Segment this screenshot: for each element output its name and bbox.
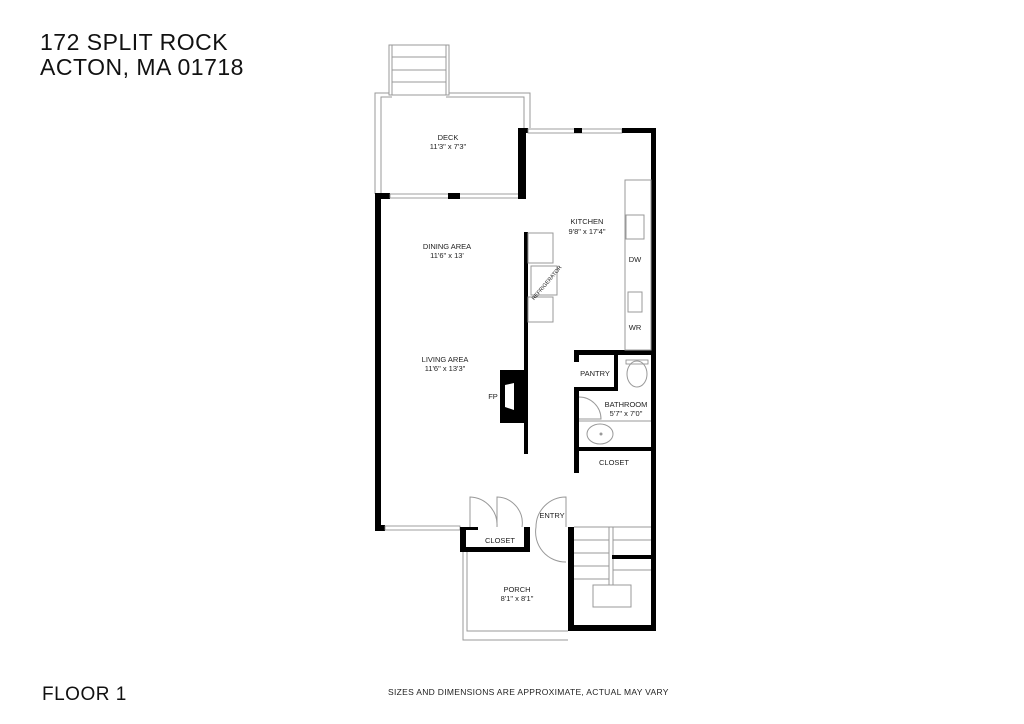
deck-stairs	[388, 44, 450, 96]
living-label: LIVING AREA	[422, 355, 469, 364]
floor-label: FLOOR 1	[42, 684, 127, 705]
interior-stairs	[574, 526, 651, 608]
porch-label: PORCH	[503, 585, 530, 594]
hall-closet-label: CLOSET	[599, 458, 629, 467]
property-address: 172 SPLIT ROCK ACTON, MA 01718	[40, 30, 244, 80]
address-line-1: 172 SPLIT ROCK	[40, 29, 229, 55]
deck-label: DECK	[438, 133, 459, 142]
walls	[375, 128, 656, 631]
pantry-label: PANTRY	[580, 369, 610, 378]
bathroom-label: BATHROOM	[605, 400, 648, 409]
deck-outline	[374, 92, 531, 194]
entry-closet-label: CLOSET	[485, 536, 515, 545]
bathroom-dims: 5'7" x 7'0"	[610, 409, 643, 418]
porch-outline	[462, 552, 568, 641]
fireplace-label: FP	[488, 392, 498, 401]
disclaimer: SIZES AND DIMENSIONS ARE APPROXIMATE, AC…	[388, 687, 669, 697]
kitchen-label: KITCHEN	[571, 217, 604, 226]
washer-label: WR	[629, 323, 642, 332]
dining-label: DINING AREA	[423, 242, 471, 251]
kitchen-dims: 9'8" x 17'4"	[569, 227, 606, 236]
dining-dims: 11'6" x 13'	[430, 251, 464, 260]
refrigerator-label: REFRIGERATOR	[531, 265, 563, 302]
address-line-2: ACTON, MA 01718	[40, 54, 244, 80]
dishwasher-label: DW	[629, 255, 642, 264]
living-dims: 11'6" x 13'3"	[425, 364, 466, 373]
porch-dims: 8'1" x 8'1"	[501, 594, 534, 603]
entry-label: ENTRY	[539, 511, 564, 520]
deck-dims: 11'3" x 7'3"	[430, 142, 467, 151]
